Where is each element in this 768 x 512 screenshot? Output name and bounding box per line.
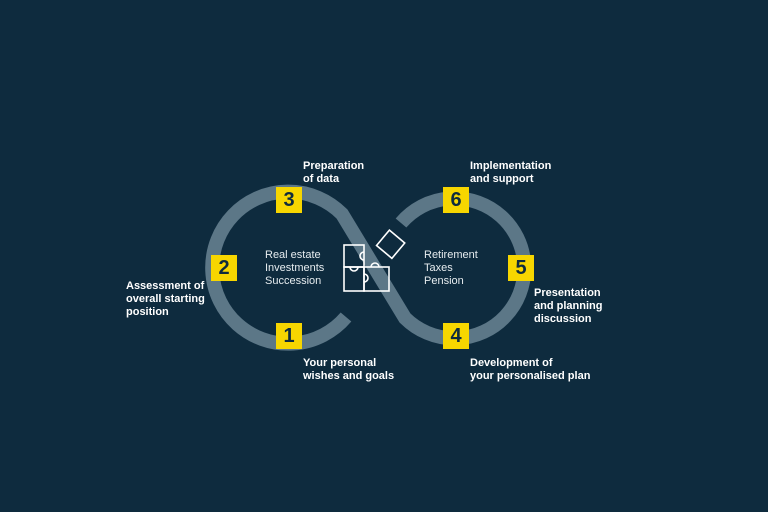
step-2-badge: 2 (211, 255, 237, 281)
step-2-label: Assessment of overall starting position (126, 280, 205, 318)
topic: Retirement (424, 249, 478, 261)
topic: Taxes (424, 262, 453, 274)
right-topics: Retirement Taxes Pension (424, 249, 478, 288)
step-1-badge: 1 (276, 323, 302, 349)
step-3-label: Preparation of data (303, 160, 365, 185)
step-1-label: Your personal wishes and goals (303, 357, 395, 382)
step-6-label: Implementation and support (470, 160, 552, 185)
step-5-label: Presentation and planning discussion (534, 287, 603, 325)
step-4-badge: 4 (443, 323, 469, 349)
step-5-badge: 5 (508, 255, 534, 281)
topic: Investments (265, 262, 325, 274)
left-topics: Real estate Investments Succession (265, 249, 324, 288)
loop-path (205, 184, 532, 351)
topic: Pension (424, 275, 464, 287)
topic: Succession (265, 275, 322, 287)
topic: Real estate (265, 249, 321, 261)
step-4-label: Development of your personalised plan (470, 357, 591, 382)
step-3-badge: 3 (276, 187, 302, 213)
puzzle-icon (343, 229, 406, 292)
step-6-badge: 6 (443, 187, 469, 213)
